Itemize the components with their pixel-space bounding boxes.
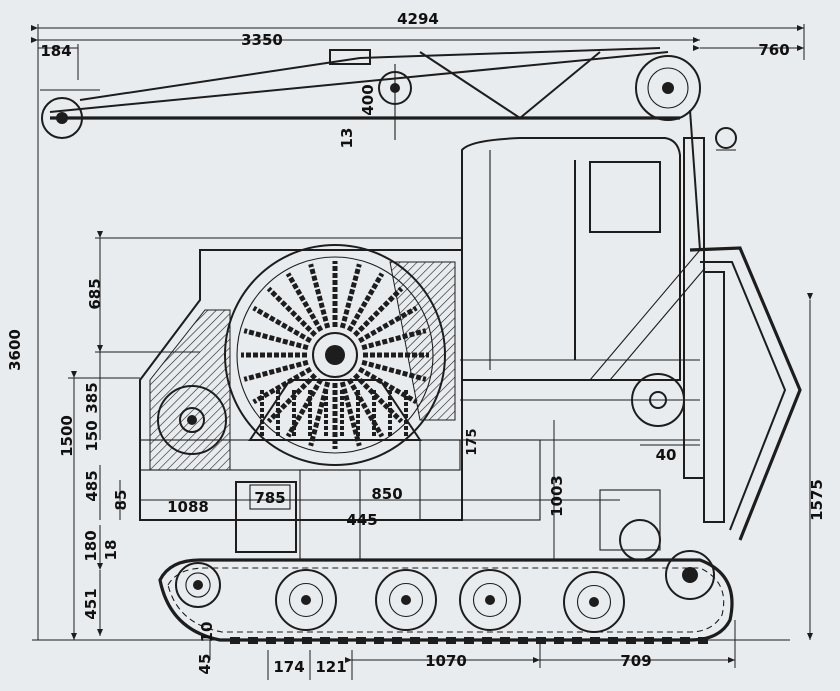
cab: [461, 137, 705, 479]
dim-184: 184: [40, 42, 71, 60]
dim-709: 709: [620, 652, 651, 670]
drum-spoke: [361, 328, 427, 351]
boom-front-pulley: [635, 55, 701, 121]
drum-spoke: [266, 373, 317, 424]
boom-rear-pulley: [40, 89, 100, 139]
dim-180: 180: [82, 530, 100, 561]
dim-13: 13: [338, 128, 356, 149]
road-wheel: [275, 569, 337, 631]
drum-spoke: [353, 286, 404, 337]
dim-785: 785: [254, 489, 285, 507]
dim-150: 150: [83, 420, 101, 451]
dim-3350: 3350: [241, 31, 283, 49]
crane-boom: [40, 47, 737, 251]
dim-85: 85: [112, 490, 130, 511]
road-wheel: [563, 571, 625, 633]
dim-175: 175: [465, 428, 480, 455]
side-gear-wheel: [631, 373, 685, 427]
dimension-lines-bottom: [209, 620, 736, 680]
dim-1003: 1003: [548, 475, 566, 517]
dim-400: 400: [359, 84, 377, 115]
drum-spoke: [308, 263, 331, 329]
dim-760: 760: [758, 41, 789, 59]
dim-1070: 1070: [425, 652, 467, 670]
drum-spoke: [346, 377, 385, 438]
dimension-lines-top: [31, 24, 805, 640]
boom-middle-pulley: [378, 64, 412, 140]
drum-spoke: [266, 286, 317, 337]
drum-spoke: [339, 381, 362, 447]
dim-4294: 4294: [397, 10, 439, 28]
drum-spoke: [252, 305, 313, 344]
dim-451: 451: [82, 588, 100, 619]
dim-45: 45: [196, 654, 214, 675]
drum-spoke: [252, 366, 313, 405]
winch-drum: [224, 244, 446, 466]
rear-ladder: [589, 246, 802, 541]
dim-1500: 1500: [58, 415, 76, 457]
dim-1575: 1575: [808, 479, 826, 521]
drum-spoke: [353, 373, 404, 424]
drum-spoke: [357, 305, 418, 344]
dim-partial-left: 3600: [6, 329, 24, 371]
drum-spoke: [357, 366, 418, 405]
crawler-track: [158, 558, 734, 644]
road-wheel: [175, 562, 221, 608]
dim-10: 10: [198, 622, 216, 643]
road-wheel: [459, 569, 521, 631]
dim-40: 40: [656, 446, 677, 464]
dimension-lines-left: [32, 231, 790, 641]
dim-174: 174: [273, 658, 304, 676]
drum-spoke: [243, 359, 309, 382]
drum-spoke: [285, 272, 324, 333]
dim-485: 485: [83, 470, 101, 501]
dim-121: 121: [315, 658, 346, 676]
drum-spoke: [285, 377, 324, 438]
drum-spoke: [243, 328, 309, 351]
dim-445: 445: [346, 511, 377, 529]
drum-spoke: [346, 272, 385, 333]
dimension-labels: 4294 3350 760 184 400 13 685 385 150 150…: [6, 10, 826, 676]
road-wheel: [375, 569, 437, 631]
dim-1088: 1088: [167, 498, 209, 516]
drum-spoke: [339, 263, 362, 329]
rear-gear-wheel: [157, 385, 227, 455]
dim-18: 18: [102, 540, 120, 561]
dim-385: 385: [83, 382, 101, 413]
drum-spoke: [361, 359, 427, 382]
dim-850: 850: [371, 485, 402, 503]
dim-685: 685: [86, 278, 104, 309]
dimension-lines-right: [553, 293, 813, 640]
